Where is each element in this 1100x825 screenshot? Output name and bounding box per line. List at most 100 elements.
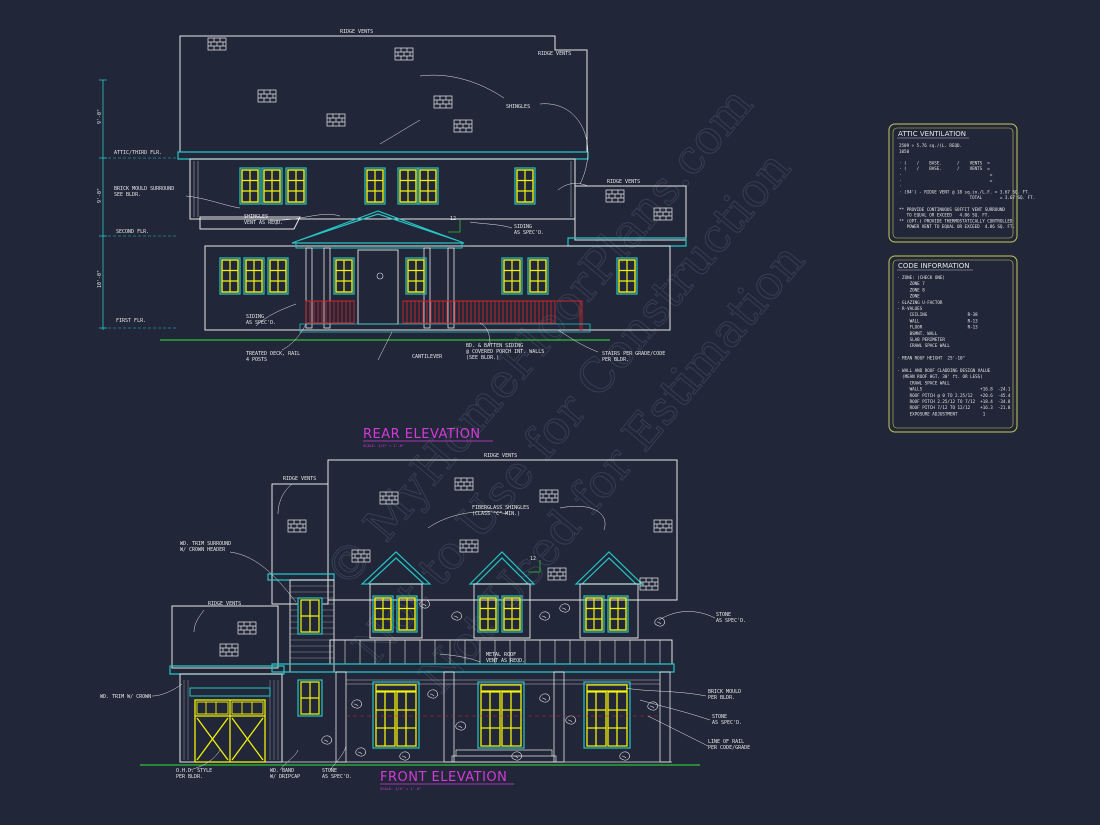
- rear-lower-wall: [204, 245, 671, 331]
- attic-line: · =: [899, 172, 993, 177]
- front-wd-trim-crown: WD. TRIM W/ CROWN: [100, 694, 151, 700]
- code-line: FLOOR R-13: [897, 325, 978, 330]
- code-line: SLAB PERIMETER: [897, 337, 945, 342]
- attic-line: · (94') - RIDGE VENT @ 18 sq.in./L.F. = …: [899, 189, 1030, 194]
- attic-line: TOTAL = 3.67 SQ. FT.: [899, 195, 1035, 200]
- attic-heading: ATTIC VENTILATION: [898, 130, 966, 138]
- code-line: ZONE 7: [897, 281, 925, 286]
- attic-line: 2509 ÷ 5.76 sq./(L. REQD.: [899, 143, 962, 148]
- rear-porch-columns: [305, 247, 455, 329]
- code-line: ZONE: [897, 294, 920, 299]
- code-line: CEILING R-38: [897, 312, 978, 317]
- code-line: (MEAN ROOF HGT. 30' ft. OR LESS): [897, 374, 983, 379]
- code-line: BSMNT. WALL: [897, 331, 938, 336]
- front-dormers: [360, 551, 644, 639]
- rear-cantilever: CANTILEVER: [412, 354, 443, 360]
- code-line: ROOF PITCH @ 0 TO 2.25/12 +20.6 -45.4: [897, 393, 1011, 398]
- dim-middle: 9'-0": [97, 188, 103, 203]
- front-garage-roof: [171, 605, 279, 669]
- rear-deck-rail: [305, 300, 583, 331]
- code-line: · ZONE: (CHECK ONE): [897, 275, 945, 280]
- code-heading: CODE INFORMATION: [898, 262, 970, 270]
- code-line: CRAWL SPACE WALL: [897, 380, 950, 385]
- front-ridge-vents-left: RIDGE VENTS: [283, 476, 316, 482]
- attic-ventilation-box: ATTIC VENTILATION 2509 ÷ 5.76 sq./(L. RE…: [888, 123, 1035, 243]
- front-elevation-scale: SCALE: 1/4" = 1'-0": [380, 787, 421, 791]
- front-doors: [372, 681, 631, 749]
- rear-elevation: ATTIC/THIRD FLR. SECOND FLR. FIRST FLR. …: [97, 29, 687, 448]
- dim-upper: 9'-0": [97, 109, 103, 124]
- front-ridge-vents-top: RIDGE VENTS: [484, 453, 517, 459]
- code-line: WALL R-13: [897, 318, 978, 323]
- front-garage-siding: [183, 680, 279, 760]
- attic-line: POWER VENT TO EQUAL OR EXCEED 4.86 SQ. F…: [899, 224, 1015, 229]
- attic-line: ** (OPT.) PROVIDE THERMOSTATICALLY CONTR…: [899, 218, 1013, 223]
- front-garage-door: [194, 699, 266, 763]
- rear-roof-shingle-marks: [207, 37, 673, 221]
- level-first: FIRST FLR.: [116, 318, 146, 324]
- rear-main-roof: [179, 35, 588, 153]
- level-markers: [99, 79, 178, 330]
- attic-line: ** PROVIDE CONTINUOUS SOFFIT VENT SURROU…: [899, 207, 1005, 212]
- attic-line: ·: [899, 184, 902, 189]
- rear-elevation-title: REAR ELEVATION: [363, 427, 481, 442]
- rear-porch-roof: [199, 216, 669, 247]
- code-line: WALLS +16.8 -24.1: [897, 387, 1011, 392]
- attic-line: · ( / BASE. / VENTS =: [899, 166, 990, 171]
- code-line: CRAWL SPACE WALL: [897, 343, 950, 348]
- front-elevation: 12 RIDGE VENTS RIDGE VENTS FIBERGLASS SH…: [100, 453, 750, 791]
- front-fiberglass: FIBERGLASS SHINGLES(CLASS "C" MIN.): [472, 505, 529, 517]
- code-line: ROOF PITCH 2.25/12 TO 7/12 +18.4 -34.8: [897, 399, 1011, 404]
- rear-pitch: 12: [450, 216, 456, 222]
- code-line: EXPOSURE ADJUSTMENT 1: [897, 411, 986, 416]
- code-line: · GLAZING U-FACTOR: [897, 300, 943, 305]
- level-attic: ATTIC/THIRD FLR.: [114, 150, 162, 156]
- rear-bd-batten: BD. & BATTEN SIDING@ COVERED PORCH INT. …: [466, 343, 544, 361]
- front-metal-roof-seams: [344, 640, 661, 664]
- attic-line: TO EQUAL OR EXCEED 4.86 SQ. FT.: [899, 213, 990, 218]
- attic-lines: 2509 ÷ 5.76 sq./(L. REQD.1050 · ( / BASE.…: [899, 143, 1035, 229]
- attic-line: · ( / BASE. / VENTS =: [899, 160, 990, 165]
- front-ridge-vents-garage: RIDGE VENTS: [208, 601, 241, 607]
- rear-door: [357, 249, 399, 325]
- attic-line: 1050: [899, 149, 910, 154]
- rear-leaders: [185, 74, 599, 361]
- rear-upper-windows: [239, 167, 536, 205]
- code-line: · R-VALUES: [897, 306, 923, 311]
- code-information-box: CODE INFORMATION · ZONE: (CHECK ONE) ZON…: [888, 255, 1018, 433]
- rear-ridge-vents-top: RIDGE VENTS: [340, 29, 373, 35]
- rear-fascia: [177, 151, 589, 160]
- dim-lower: 10'-0": [97, 270, 103, 288]
- code-line: ROOF PITCH 7/12 TO 12/12 +16.3 -21.8: [897, 405, 1011, 410]
- rear-ridge-vents-upper: RIDGE VENTS: [538, 51, 571, 57]
- rear-porch-gable: [291, 210, 465, 244]
- code-line: ZONE 8: [897, 287, 925, 292]
- watermark-line-2: Not to Use for Construction: [342, 141, 801, 674]
- rear-elevation-scale: SCALE: 1/4" = 1'-0": [363, 444, 404, 448]
- attic-line: · =: [899, 178, 993, 183]
- code-line: · WALL AND ROOF CLADDING DESIGN VALUE: [897, 368, 991, 373]
- front-pitch: 12: [530, 556, 536, 562]
- rear-ridge-vents-right: RIDGE VENTS: [607, 179, 640, 185]
- front-leaders: [151, 483, 716, 771]
- code-line: · MEAN ROOF HEIGHT 25'-10": [897, 356, 965, 361]
- front-elevation-title: FRONT ELEVATION: [380, 770, 507, 785]
- rear-shingles: SHINGLES: [506, 104, 530, 110]
- level-second: SECOND FLR.: [116, 229, 149, 235]
